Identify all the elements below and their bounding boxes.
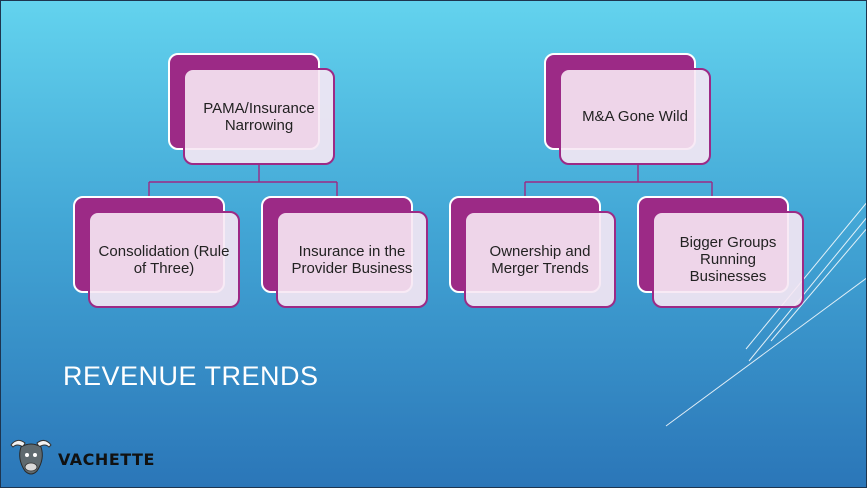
node-label: Bigger Groups Running Businesses xyxy=(652,211,804,308)
slide-title: REVENUE TRENDS xyxy=(63,361,319,391)
node-label: Insurance in the Provider Business xyxy=(276,211,428,308)
logo-text: VACHETTE xyxy=(58,450,155,469)
node-label: Consolidation (Rule of Three) xyxy=(88,211,240,308)
left-tree-connectors xyxy=(148,163,338,196)
vachette-logo: VACHETTE xyxy=(7,433,207,483)
node-label: M&A Gone Wild xyxy=(559,68,711,165)
diagonal-lines xyxy=(665,202,866,427)
bull-head-icon xyxy=(10,439,52,475)
right-tree-connectors xyxy=(524,163,713,196)
node-label: Ownership and Merger Trends xyxy=(464,211,616,308)
node-label: PAMA/Insurance Narrowing xyxy=(183,68,335,165)
